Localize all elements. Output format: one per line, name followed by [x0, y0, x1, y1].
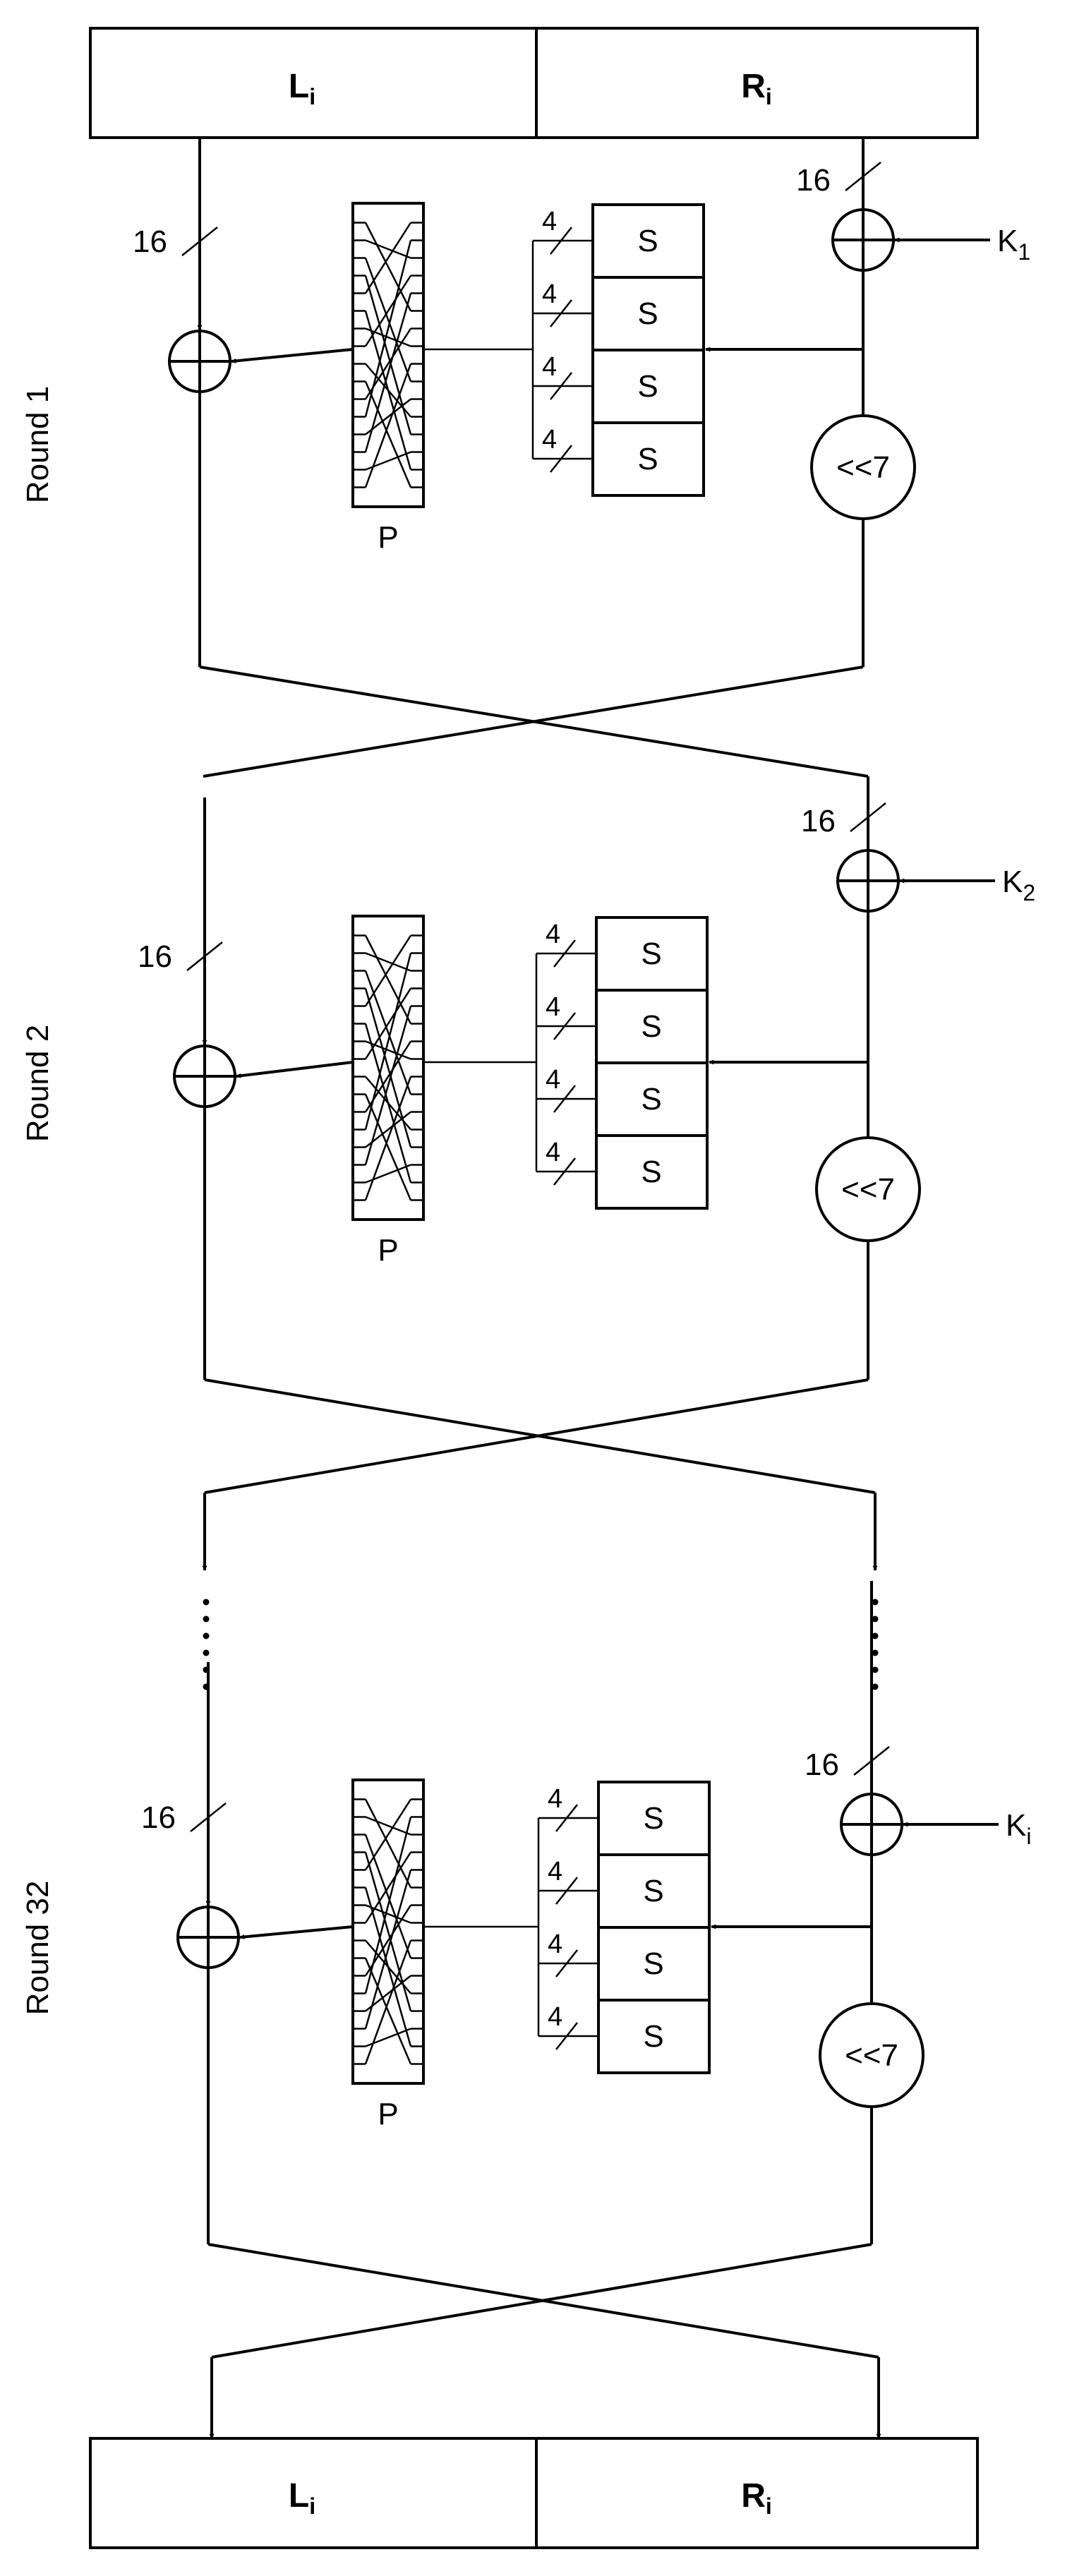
svg-text:S: S [641, 1155, 661, 1189]
sbox-width-label: 4 [546, 992, 560, 1022]
round-label: Round 2 [20, 1025, 55, 1142]
bus-width-label: 16 [796, 163, 831, 198]
output-block: Li Ri [89, 2437, 979, 2549]
sbox-width-label: 4 [542, 279, 557, 309]
bus-slash [186, 941, 223, 971]
output-right-label: R [741, 2477, 766, 2515]
permutation-output-arrow [231, 348, 354, 363]
round-key-label: K1 [997, 224, 1030, 265]
svg-text:S: S [643, 1874, 663, 1908]
svg-text:<<7: <<7 [836, 450, 890, 485]
svg-text:Li: Li [289, 2477, 315, 2519]
sbox-width-label: 4 [548, 1857, 562, 1886]
svg-text:S: S [641, 1082, 661, 1117]
sbox-width-label: 4 [542, 425, 557, 455]
sbox-width-label: 4 [548, 1784, 562, 1814]
bus-width-label: 16 [133, 224, 167, 259]
round-ellipsis [202, 1493, 879, 1690]
rotate-left-7: <<7 [819, 2002, 925, 2108]
permutation-output-arrow [236, 1061, 354, 1078]
svg-text:Ri: Ri [741, 2477, 772, 2519]
output-left-label: L [289, 2477, 309, 2515]
permutation-output-arrow [239, 1925, 354, 1939]
sbox: S4 [533, 203, 705, 279]
swap-line [204, 1378, 869, 1494]
sbox: S4 [536, 989, 709, 1064]
xor-left-icon [176, 1906, 240, 1969]
bus-slash [181, 227, 218, 256]
sbox: S4 [533, 276, 705, 351]
sbox: S4 [538, 1853, 711, 1929]
svg-text:S: S [643, 1801, 663, 1836]
sbox: S4 [538, 1999, 711, 2074]
sbox-width-label: 4 [546, 920, 560, 949]
sbox-width-label: 4 [542, 207, 557, 236]
svg-text:Li: Li [289, 68, 315, 109]
xor-right-icon [836, 849, 900, 913]
sbox: S4 [536, 916, 709, 992]
permutation-label: P [378, 2097, 398, 2131]
sbox-width-label: 4 [548, 1930, 562, 1959]
sbox-width-label: 4 [546, 1138, 560, 1167]
sbox: S4 [533, 349, 705, 424]
permutation-box [351, 915, 425, 1221]
svg-text:S: S [643, 2019, 663, 2054]
rotate-left-7: <<7 [810, 414, 916, 520]
round-label: Round 32 [20, 1881, 55, 2016]
svg-text:S: S [643, 1946, 663, 1981]
sbox-width-label: 4 [546, 1065, 560, 1095]
svg-text:S: S [637, 442, 658, 476]
sbox-width-label: 4 [542, 352, 557, 382]
ellipsis-dots-right [872, 1599, 879, 1690]
svg-text:S: S [637, 369, 658, 404]
svg-text:S: S [641, 1009, 661, 1044]
svg-text:S: S [637, 224, 658, 258]
xor-left-icon [173, 1045, 236, 1108]
sbox: S4 [536, 1134, 709, 1210]
permutation-label: P [378, 1233, 398, 1268]
permutation-box [351, 1778, 425, 2085]
bus-slash [853, 1746, 890, 1776]
svg-text:<<7: <<7 [845, 2038, 898, 2073]
bus-width-label: 16 [138, 939, 172, 974]
svg-text:S: S [637, 296, 658, 331]
round-key-label: K2 [1002, 865, 1035, 905]
sbox: S4 [538, 1781, 711, 1856]
sbox: S4 [538, 1926, 711, 2002]
swap-line [211, 2243, 872, 2359]
swap-line [203, 666, 864, 778]
permutation-label: P [378, 520, 398, 555]
ellipsis-dots-left [203, 1599, 210, 1690]
xor-right-icon [840, 1793, 903, 1856]
bus-slash [190, 1802, 227, 1832]
bus-width-label: 16 [141, 1800, 176, 1835]
xor-right-icon [831, 208, 895, 272]
input-block: Li Ri [89, 27, 979, 139]
bus-width-label: 16 [805, 1747, 839, 1782]
bus-width-label: 16 [801, 804, 836, 838]
round-label: Round 1 [20, 386, 55, 503]
bus-slash [845, 162, 881, 191]
sbox: S4 [536, 1061, 709, 1137]
input-right-label: R [741, 68, 766, 105]
sbox-width-label: 4 [548, 2002, 562, 2032]
rotate-left-7: <<7 [815, 1136, 921, 1242]
svg-text:S: S [641, 937, 661, 971]
sbox: S4 [533, 421, 705, 497]
bus-slash [850, 802, 886, 832]
svg-text:Ri: Ri [741, 68, 772, 109]
round-key-label: Ki [1006, 1808, 1031, 1849]
xor-left-icon [168, 330, 231, 393]
permutation-box [351, 202, 425, 508]
svg-text:<<7: <<7 [841, 1172, 895, 1207]
input-left-label: L [289, 68, 309, 105]
